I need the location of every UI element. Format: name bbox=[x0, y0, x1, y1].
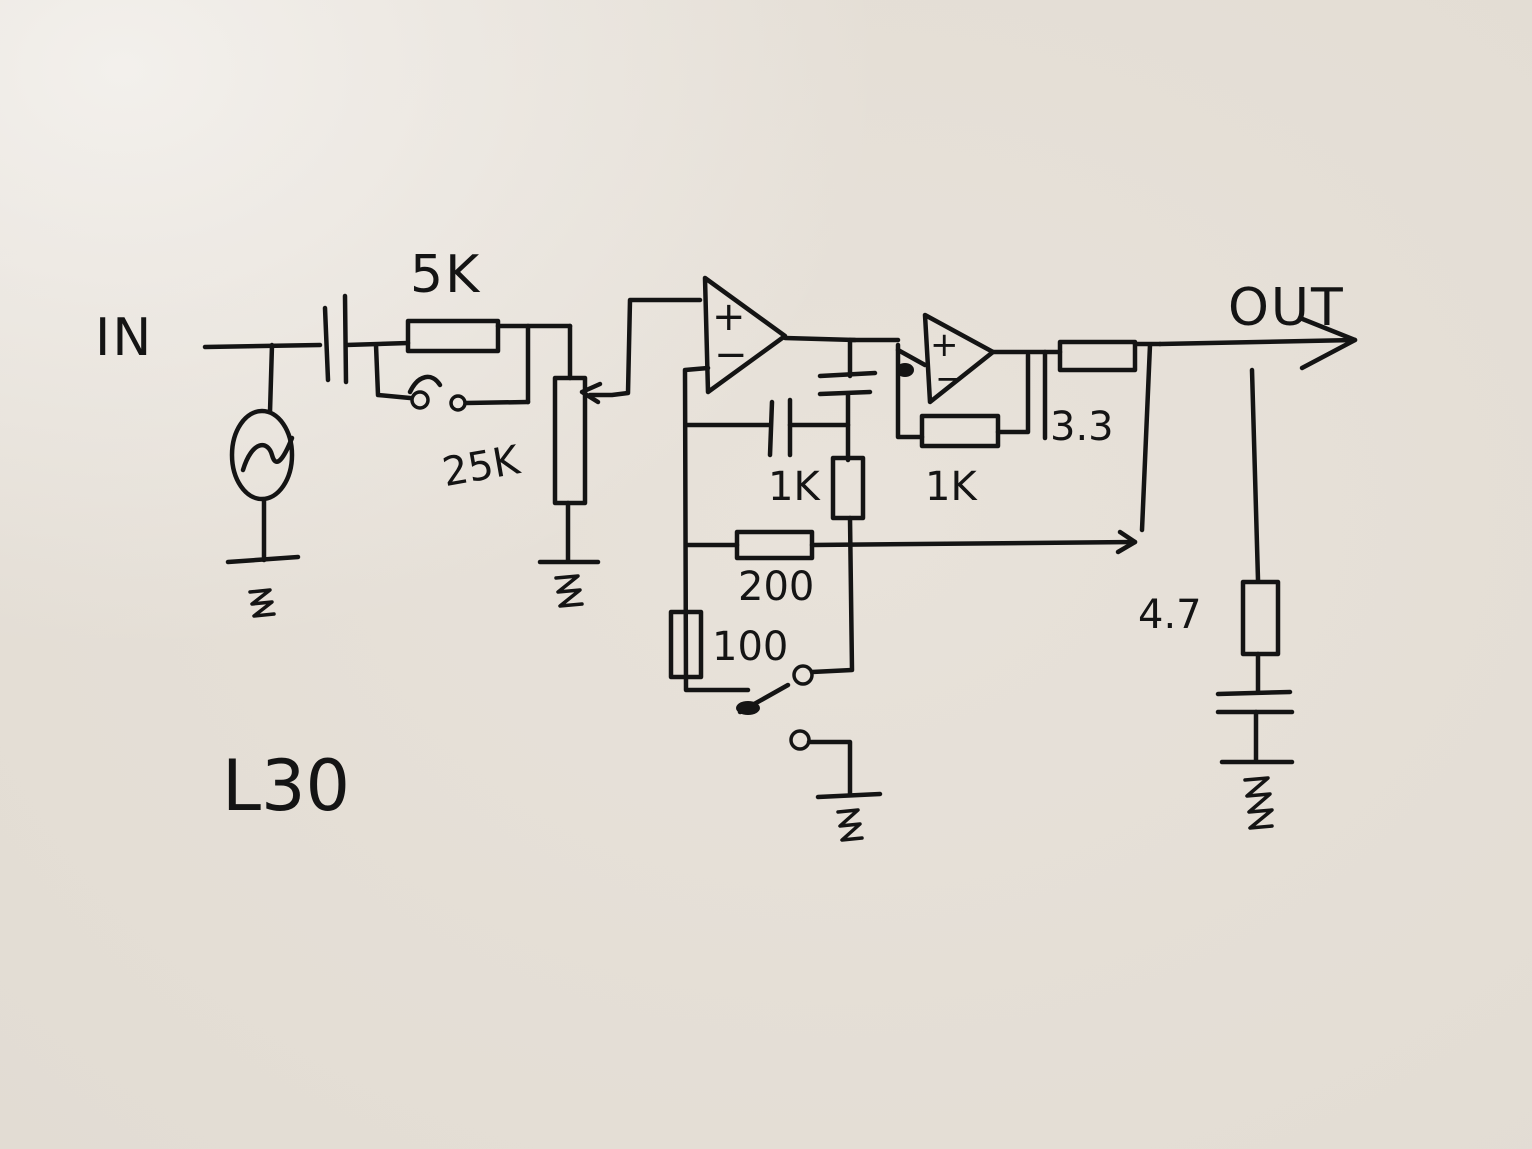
gain-switch-pivot-icon bbox=[736, 701, 760, 715]
feedback-to-output-wire bbox=[809, 539, 1138, 548]
opamp-2-plus: + bbox=[930, 325, 959, 365]
gain-switch-contact-2 bbox=[789, 729, 811, 751]
output-arrow-icon bbox=[1297, 315, 1358, 371]
pot-label: 25K bbox=[439, 437, 525, 496]
opamp-2-minus: − bbox=[935, 359, 964, 399]
input-wire bbox=[202, 342, 323, 350]
fb-cap-plate-1 bbox=[767, 399, 775, 458]
wiper-to-opamp-wire bbox=[587, 297, 703, 398]
r-shunt-label: 4.7 bbox=[1138, 592, 1202, 638]
resistor-1k-a bbox=[830, 455, 866, 521]
gain-switch-contact-1 bbox=[792, 664, 814, 686]
coupling-cap-plate-1 bbox=[817, 370, 878, 379]
switch-contact-left bbox=[410, 390, 430, 410]
resistor-200 bbox=[734, 529, 815, 561]
opamp-2-triangle bbox=[922, 312, 996, 405]
potentiometer-25k bbox=[552, 375, 588, 506]
r-feedback-1-label: 1K bbox=[768, 464, 821, 510]
switch-contact-right bbox=[449, 394, 467, 412]
bypass-wire-right bbox=[463, 399, 531, 406]
opamp-1-feedback-wire bbox=[682, 365, 751, 693]
r-feedback-2-label: 1K bbox=[925, 464, 978, 510]
input-label: IN bbox=[95, 308, 153, 368]
r-series-label: 5K bbox=[410, 245, 481, 305]
opamp-1-triangle bbox=[702, 275, 788, 395]
junction-dot bbox=[896, 363, 914, 377]
gain-ground-bar bbox=[815, 791, 883, 800]
shunt-wire bbox=[1249, 367, 1261, 583]
opamp-2-plus-wire bbox=[895, 347, 928, 368]
coupling-cap-plate-2 bbox=[817, 389, 873, 397]
ground-bar bbox=[225, 554, 301, 565]
opamp-1-output-wire bbox=[782, 335, 858, 343]
output-wire bbox=[1157, 337, 1358, 347]
resistor-5k bbox=[405, 318, 501, 354]
ground-icon bbox=[248, 588, 276, 618]
gain-ground-icon bbox=[836, 808, 864, 842]
sheet-id-label: L30 bbox=[222, 745, 350, 827]
resistor-1k-b bbox=[919, 413, 1001, 449]
switch-lever-icon bbox=[407, 374, 443, 395]
resistor-3-3 bbox=[1057, 339, 1138, 373]
r-100-label: 100 bbox=[712, 624, 788, 670]
output-feedback-node bbox=[1139, 342, 1153, 533]
bypass-wire-left bbox=[373, 342, 413, 401]
r200-right-wire bbox=[809, 515, 855, 675]
r-out-label: 3.3 bbox=[1050, 404, 1114, 450]
opamp-1-minus: − bbox=[714, 332, 748, 378]
r-200-label: 200 bbox=[738, 564, 814, 610]
resistor-100 bbox=[668, 609, 704, 680]
shunt-ground-icon bbox=[1243, 776, 1274, 830]
gain-switch-ground-wire bbox=[806, 739, 853, 798]
coupling-cap-wires bbox=[845, 337, 853, 463]
input-cap-plate-2 bbox=[342, 293, 349, 385]
pot-wiper-arrow-icon bbox=[579, 381, 603, 405]
opamp-2-feedback-wire bbox=[995, 352, 1031, 435]
input-cap-plate-1 bbox=[322, 305, 331, 383]
opamp-1-plus: + bbox=[712, 294, 746, 340]
resistor-4-7 bbox=[1240, 579, 1281, 657]
sine-wave-icon bbox=[240, 435, 295, 473]
source-wire-top bbox=[267, 342, 275, 415]
shunt-cap-plate-1 bbox=[1215, 689, 1293, 697]
pot-ground-icon bbox=[554, 574, 584, 608]
feedback-arrow-icon bbox=[1115, 529, 1138, 555]
opamp-2-minus-wire bbox=[895, 342, 925, 440]
output-label: OUT bbox=[1228, 278, 1345, 338]
